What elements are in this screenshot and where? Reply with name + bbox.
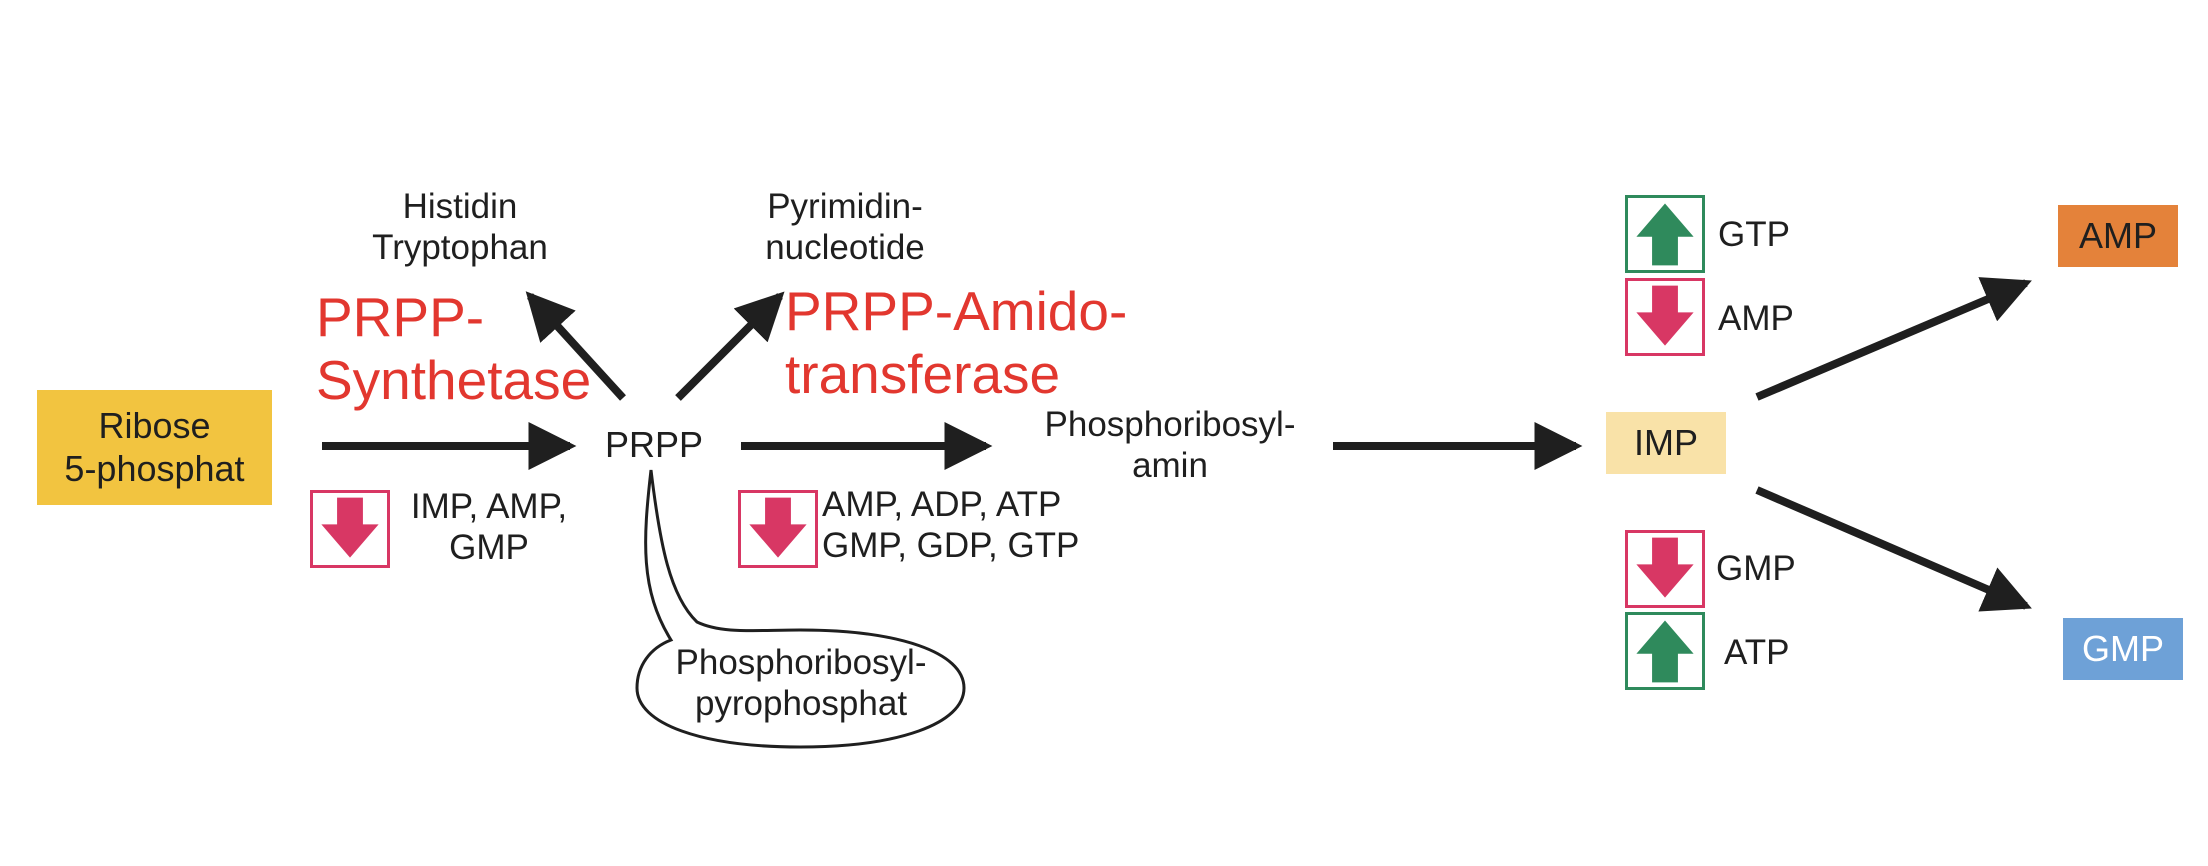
gmp-label: GMP (2081, 627, 2164, 669)
gmp-branch-activator-label: ATP (1724, 633, 1790, 672)
amp-branch-activation-icon (1625, 195, 1705, 273)
arrow-imp-to-amp (1755, 277, 2032, 401)
synthetase-inhibition-icon (310, 490, 390, 568)
amp-branch-inhibition-icon (1625, 278, 1705, 356)
prpp-amidotransferase-label: PRPP-Amido- transferase (785, 280, 1128, 405)
gmp-branch-inhibition-icon (1625, 530, 1705, 608)
arrow-imp-to-gmp (1755, 486, 2032, 612)
gmp-box: GMP (2063, 618, 2183, 680)
synthetase-inhibitors-label: IMP, AMP, GMP (410, 487, 568, 568)
amp-label: AMP (2078, 214, 2157, 256)
prpp-synthetase-label: PRPP- Synthetase (316, 286, 592, 411)
imp-box: IMP (1606, 412, 1726, 474)
arrow-prpp-to-pyrimidin (675, 291, 785, 401)
imp-label: IMP (1633, 421, 1698, 463)
phosphoribosylpyrophosphat-label: Phosphoribosyl- pyrophosphat (675, 643, 927, 724)
pyrimidin-nucleotide-label: Pyrimidin- nucleotide (765, 187, 925, 268)
amp-branch-inhibitor-label: AMP (1718, 299, 1794, 338)
prpp-label: PRPP (604, 424, 704, 465)
amidotransferase-inhibitors-label: AMP, ADP, ATP GMP, GDP, GTP (822, 485, 1080, 566)
amp-branch-activator-label: GTP (1718, 215, 1790, 254)
ribose-5-phosphate-label: Ribose 5-phosphat (64, 405, 245, 489)
gmp-branch-inhibitor-label: GMP (1716, 549, 1796, 588)
phosphoribosylamin-label: Phosphoribosyl- amin (1044, 405, 1296, 486)
amidotransferase-inhibition-icon (738, 490, 818, 568)
ribose-5-phosphate-box: Ribose 5-phosphat (37, 390, 272, 505)
arrow-prpp-to-histidin (525, 291, 626, 401)
prpp-callout-bubble (635, 469, 966, 749)
gmp-branch-activation-icon (1625, 612, 1705, 690)
histidin-tryptophan-label: Histidin Tryptophan (372, 187, 548, 268)
amp-box: AMP (2058, 205, 2178, 267)
